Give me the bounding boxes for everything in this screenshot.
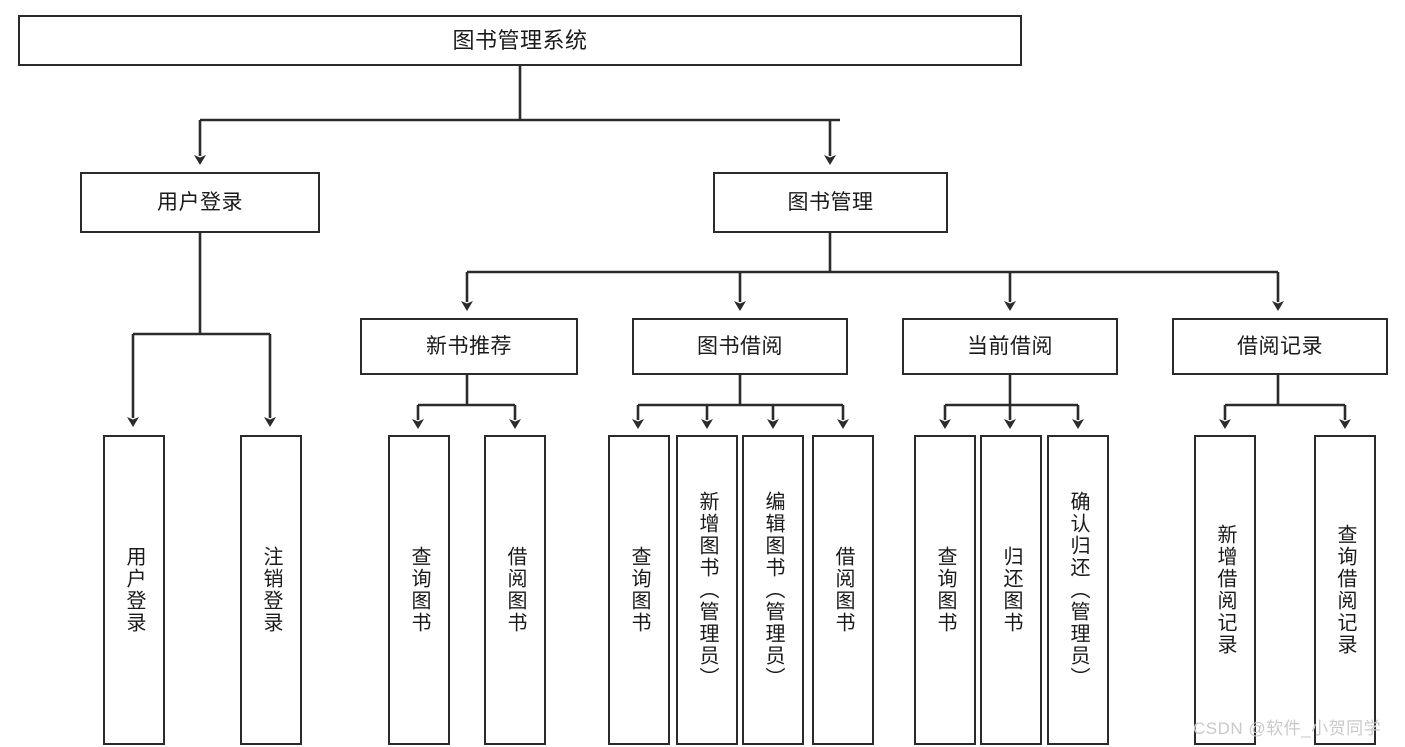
node-label: 用户登录 (157, 190, 243, 214)
leaf-user-login-logout[interactable]: 注销登录 (240, 435, 302, 745)
node-label: 新增借阅记录 (1214, 524, 1236, 656)
leaf-current-return-book[interactable]: 归还图书 (980, 435, 1042, 745)
node-label: 借阅图书 (832, 546, 854, 634)
leaf-borrow-borrow-book[interactable]: 借阅图书 (812, 435, 874, 745)
node-label: 注销登录 (260, 546, 282, 634)
node-label: 新书推荐 (426, 334, 512, 358)
node-label: 图书管理 (787, 190, 874, 214)
node-label: 用户登录 (123, 546, 145, 634)
node-label: 查询图书 (934, 546, 956, 634)
node-current-borrow[interactable]: 当前借阅 (902, 318, 1118, 375)
node-label: 查询图书 (408, 546, 430, 634)
node-label: 查询借阅记录 (1334, 524, 1356, 656)
node-book-borrow[interactable]: 图书借阅 (632, 318, 848, 375)
node-borrow-record[interactable]: 借阅记录 (1172, 318, 1388, 375)
node-label: 图书借阅 (697, 334, 783, 358)
node-new-book-recommend[interactable]: 新书推荐 (360, 318, 578, 375)
node-book-management[interactable]: 图书管理 (713, 172, 948, 233)
node-label: 编辑图书（管理员） (762, 491, 784, 689)
leaf-record-add-record[interactable]: 新增借阅记录 (1194, 435, 1256, 745)
node-label: 确认归还（管理员） (1067, 491, 1089, 689)
leaf-current-confirm-return-admin[interactable]: 确认归还（管理员） (1047, 435, 1109, 745)
node-label: 图书管理系统 (452, 27, 588, 53)
node-label: 借阅图书 (504, 546, 526, 634)
leaf-borrow-edit-book-admin[interactable]: 编辑图书（管理员） (742, 435, 804, 745)
node-label: 查询图书 (628, 546, 650, 634)
node-root-system[interactable]: 图书管理系统 (18, 15, 1022, 66)
node-label: 新增图书（管理员） (696, 491, 718, 689)
leaf-user-login-login[interactable]: 用户登录 (103, 435, 165, 745)
node-label: 当前借阅 (967, 334, 1053, 358)
leaf-current-query-book[interactable]: 查询图书 (914, 435, 976, 745)
watermark-text: CSDN @软件_小贺同学 (1193, 719, 1382, 738)
leaf-record-query-record[interactable]: 查询借阅记录 (1314, 435, 1376, 745)
leaf-recommend-query-book[interactable]: 查询图书 (388, 435, 450, 745)
leaf-borrow-add-book-admin[interactable]: 新增图书（管理员） (676, 435, 738, 745)
node-user-login[interactable]: 用户登录 (80, 172, 320, 233)
leaf-recommend-borrow-book[interactable]: 借阅图书 (484, 435, 546, 745)
node-label: 归还图书 (1000, 546, 1022, 634)
node-label: 借阅记录 (1237, 334, 1323, 358)
leaf-borrow-query-book[interactable]: 查询图书 (608, 435, 670, 745)
